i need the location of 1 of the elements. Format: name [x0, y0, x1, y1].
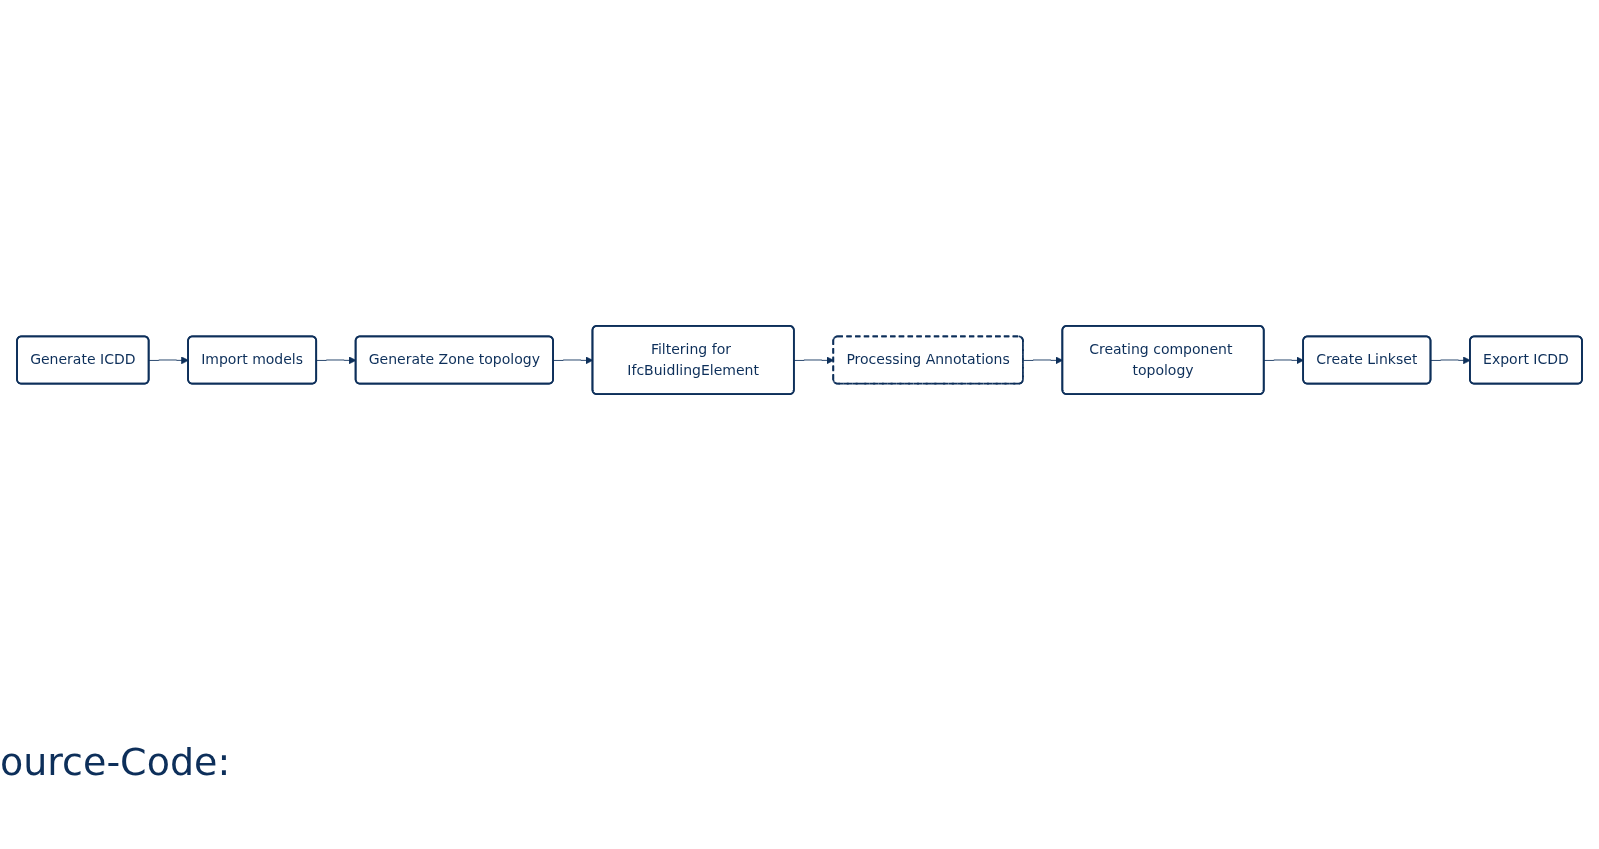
source-code-heading: ource-Code: — [0, 740, 231, 784]
